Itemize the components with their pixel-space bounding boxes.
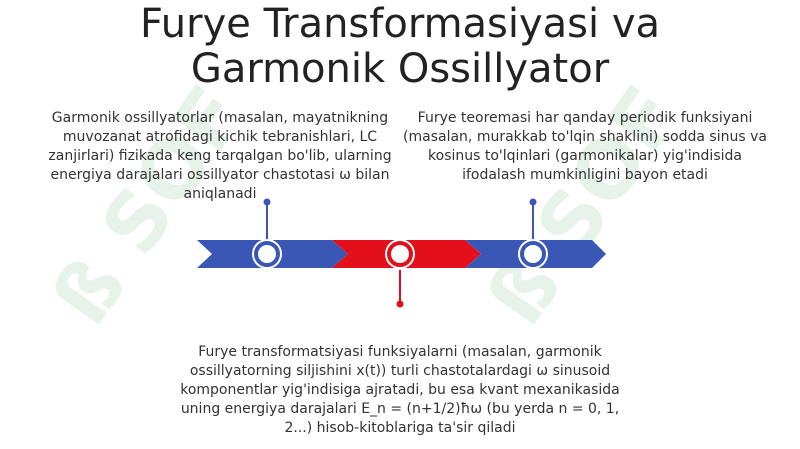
title-line-1: Furye Transformasiyasi va [139, 1, 661, 47]
node-right-ring [520, 241, 546, 267]
title-line-2: Garmonik Ossillyator [190, 46, 610, 92]
page-title: Furye Transformasiyasi va Garmonik Ossil… [0, 2, 800, 92]
connector-center-dot [396, 300, 404, 308]
connector-right-dot [529, 198, 537, 206]
text-block-left: Garmonik ossillyatorlar (masalan, mayatn… [48, 110, 392, 202]
node-center-ring [387, 241, 413, 267]
connector-left-dot [263, 198, 271, 206]
text-block-right: Furye teoremasi har qanday periodik funk… [403, 110, 767, 183]
node-left-ring [254, 241, 280, 267]
text-block-bottom: Furye transformatsiyasi funksiyalarni (m… [180, 344, 620, 436]
